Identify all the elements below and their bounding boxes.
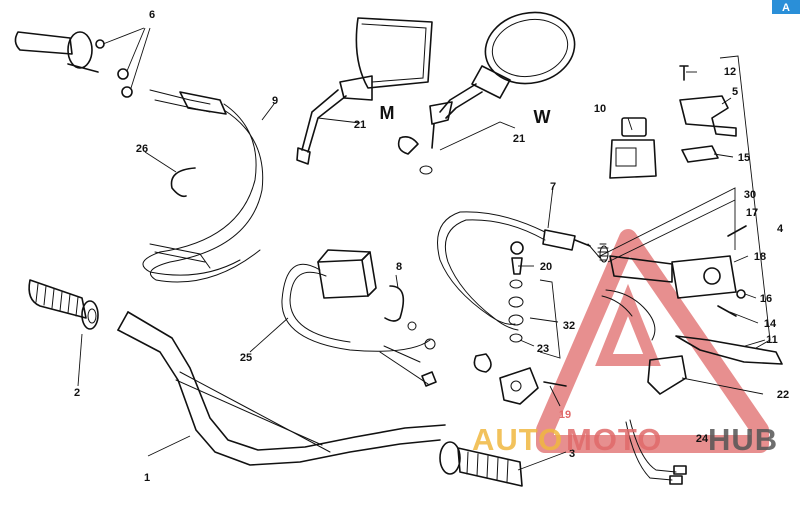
label-part-23: 23 [537,343,549,355]
label-part-8: 8 [396,261,402,273]
washer-16 [736,289,746,299]
label-part-26: 26 [136,143,148,155]
right-grip [439,441,523,487]
mirror-right [397,11,576,175]
label-part-12: 12 [724,66,736,78]
label-part-24: 24 [696,433,709,445]
label-part-30: 30 [744,189,756,201]
label-part-10: 10 [594,103,606,115]
label-part-16: 16 [760,293,772,305]
mirror-label-m: M [380,103,395,123]
label-part-4: 4 [777,223,784,235]
label-part-2: 2 [74,387,80,399]
watermark-text: AUTO MOTO HUB [472,422,778,457]
brake-lever [675,335,783,365]
label-part-11: 11 [766,334,778,346]
label-part-17: 17 [746,207,758,219]
label-part-18: 18 [754,251,766,263]
bracket-21 [439,121,516,151]
screw-17 [727,225,747,237]
label-part-22: 22 [777,389,789,401]
label-part-15: 15 [738,152,750,164]
master-clamp [647,355,687,395]
watermark-triangle [536,229,769,453]
screw-14 [717,305,737,317]
label-part-5: 5 [732,86,738,98]
handlebar [117,311,446,466]
mirror-label-w: W [534,107,551,127]
assembly-brackets [529,55,771,359]
label-part-25: 25 [240,352,252,364]
label-part-7: 7 [550,181,556,193]
label-part-20: 20 [540,261,552,273]
label-part-21-right: 21 [513,133,525,145]
watermark-auto: AUTO [472,422,563,457]
reservoir-cap [681,145,719,163]
switch-clip [384,285,405,322]
clamp-bracket [499,367,567,405]
brake-fittings [473,241,524,373]
screw-12 [679,65,689,81]
callout-numbers: 1 2 3 4 5 6 7 8 9 10 11 12 14 15 16 17 1… [74,9,789,484]
fluid-bottle [609,117,657,179]
mirror-left [296,17,433,165]
label-part-21-left: 21 [354,119,366,131]
label-part-3: 3 [569,448,575,460]
throttle-cables [142,89,264,283]
reservoir-bracket [679,95,737,137]
clutch-cable [437,211,601,331]
corner-badge: A [772,0,800,14]
throttle-assembly [14,27,151,98]
left-grip [28,279,99,330]
clip-26 [170,167,196,198]
watermark-hub: HUB [708,422,778,457]
handlebar-switch [281,249,437,387]
label-part-6: 6 [149,9,155,21]
label-part-1: 1 [144,472,150,484]
label-part-14: 14 [764,318,777,330]
master-cylinder [597,243,737,299]
leader-lines [77,71,766,471]
brake-switch-wire [601,289,687,485]
label-part-19: 19 [559,409,571,421]
corner-badge-text: A [782,2,790,14]
watermark-moto: MOTO [566,422,662,457]
label-part-9: 9 [272,95,278,107]
label-part-32: 32 [563,320,575,332]
